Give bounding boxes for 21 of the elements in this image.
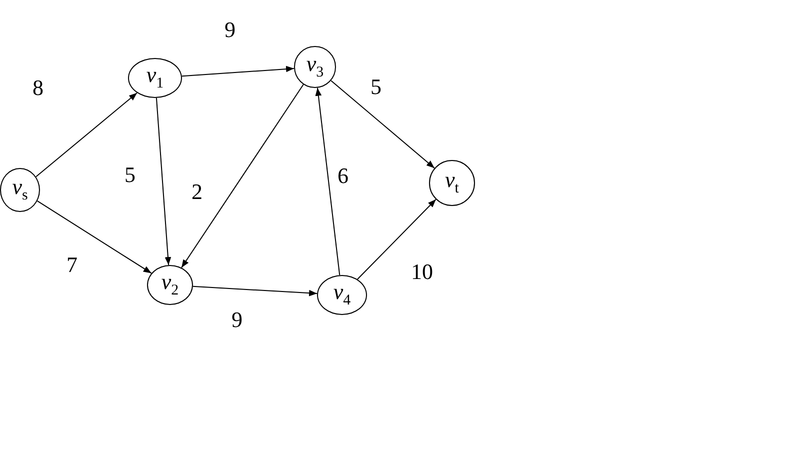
arrow: [192, 286, 318, 296]
vertex-label: v$_{2}$: [161, 271, 179, 299]
vertex-ellipse: [147, 265, 193, 305]
vertex-label: v$_{4}$: [333, 281, 351, 309]
arrow: [35, 92, 138, 178]
arrow: [36, 200, 152, 274]
vertex-label: v$_{3}$: [306, 53, 324, 81]
vertex-ellipse: [429, 160, 475, 206]
arrow: [330, 80, 435, 169]
vertex-label: v$_{1}$: [146, 64, 164, 92]
vertex-label: v$_{t}$: [445, 169, 459, 197]
arrow: [181, 66, 295, 77]
vertex-ellipse: [317, 275, 367, 315]
arrow: [356, 198, 436, 280]
vertex-ellipse: [128, 58, 182, 98]
arrow: [181, 84, 304, 268]
arrow: [315, 87, 340, 276]
arrow: [156, 97, 172, 266]
vertex-ellipse: [294, 46, 336, 88]
vertex-ellipse: [0, 168, 40, 212]
vertex-label: v$_{s}$: [12, 176, 28, 204]
